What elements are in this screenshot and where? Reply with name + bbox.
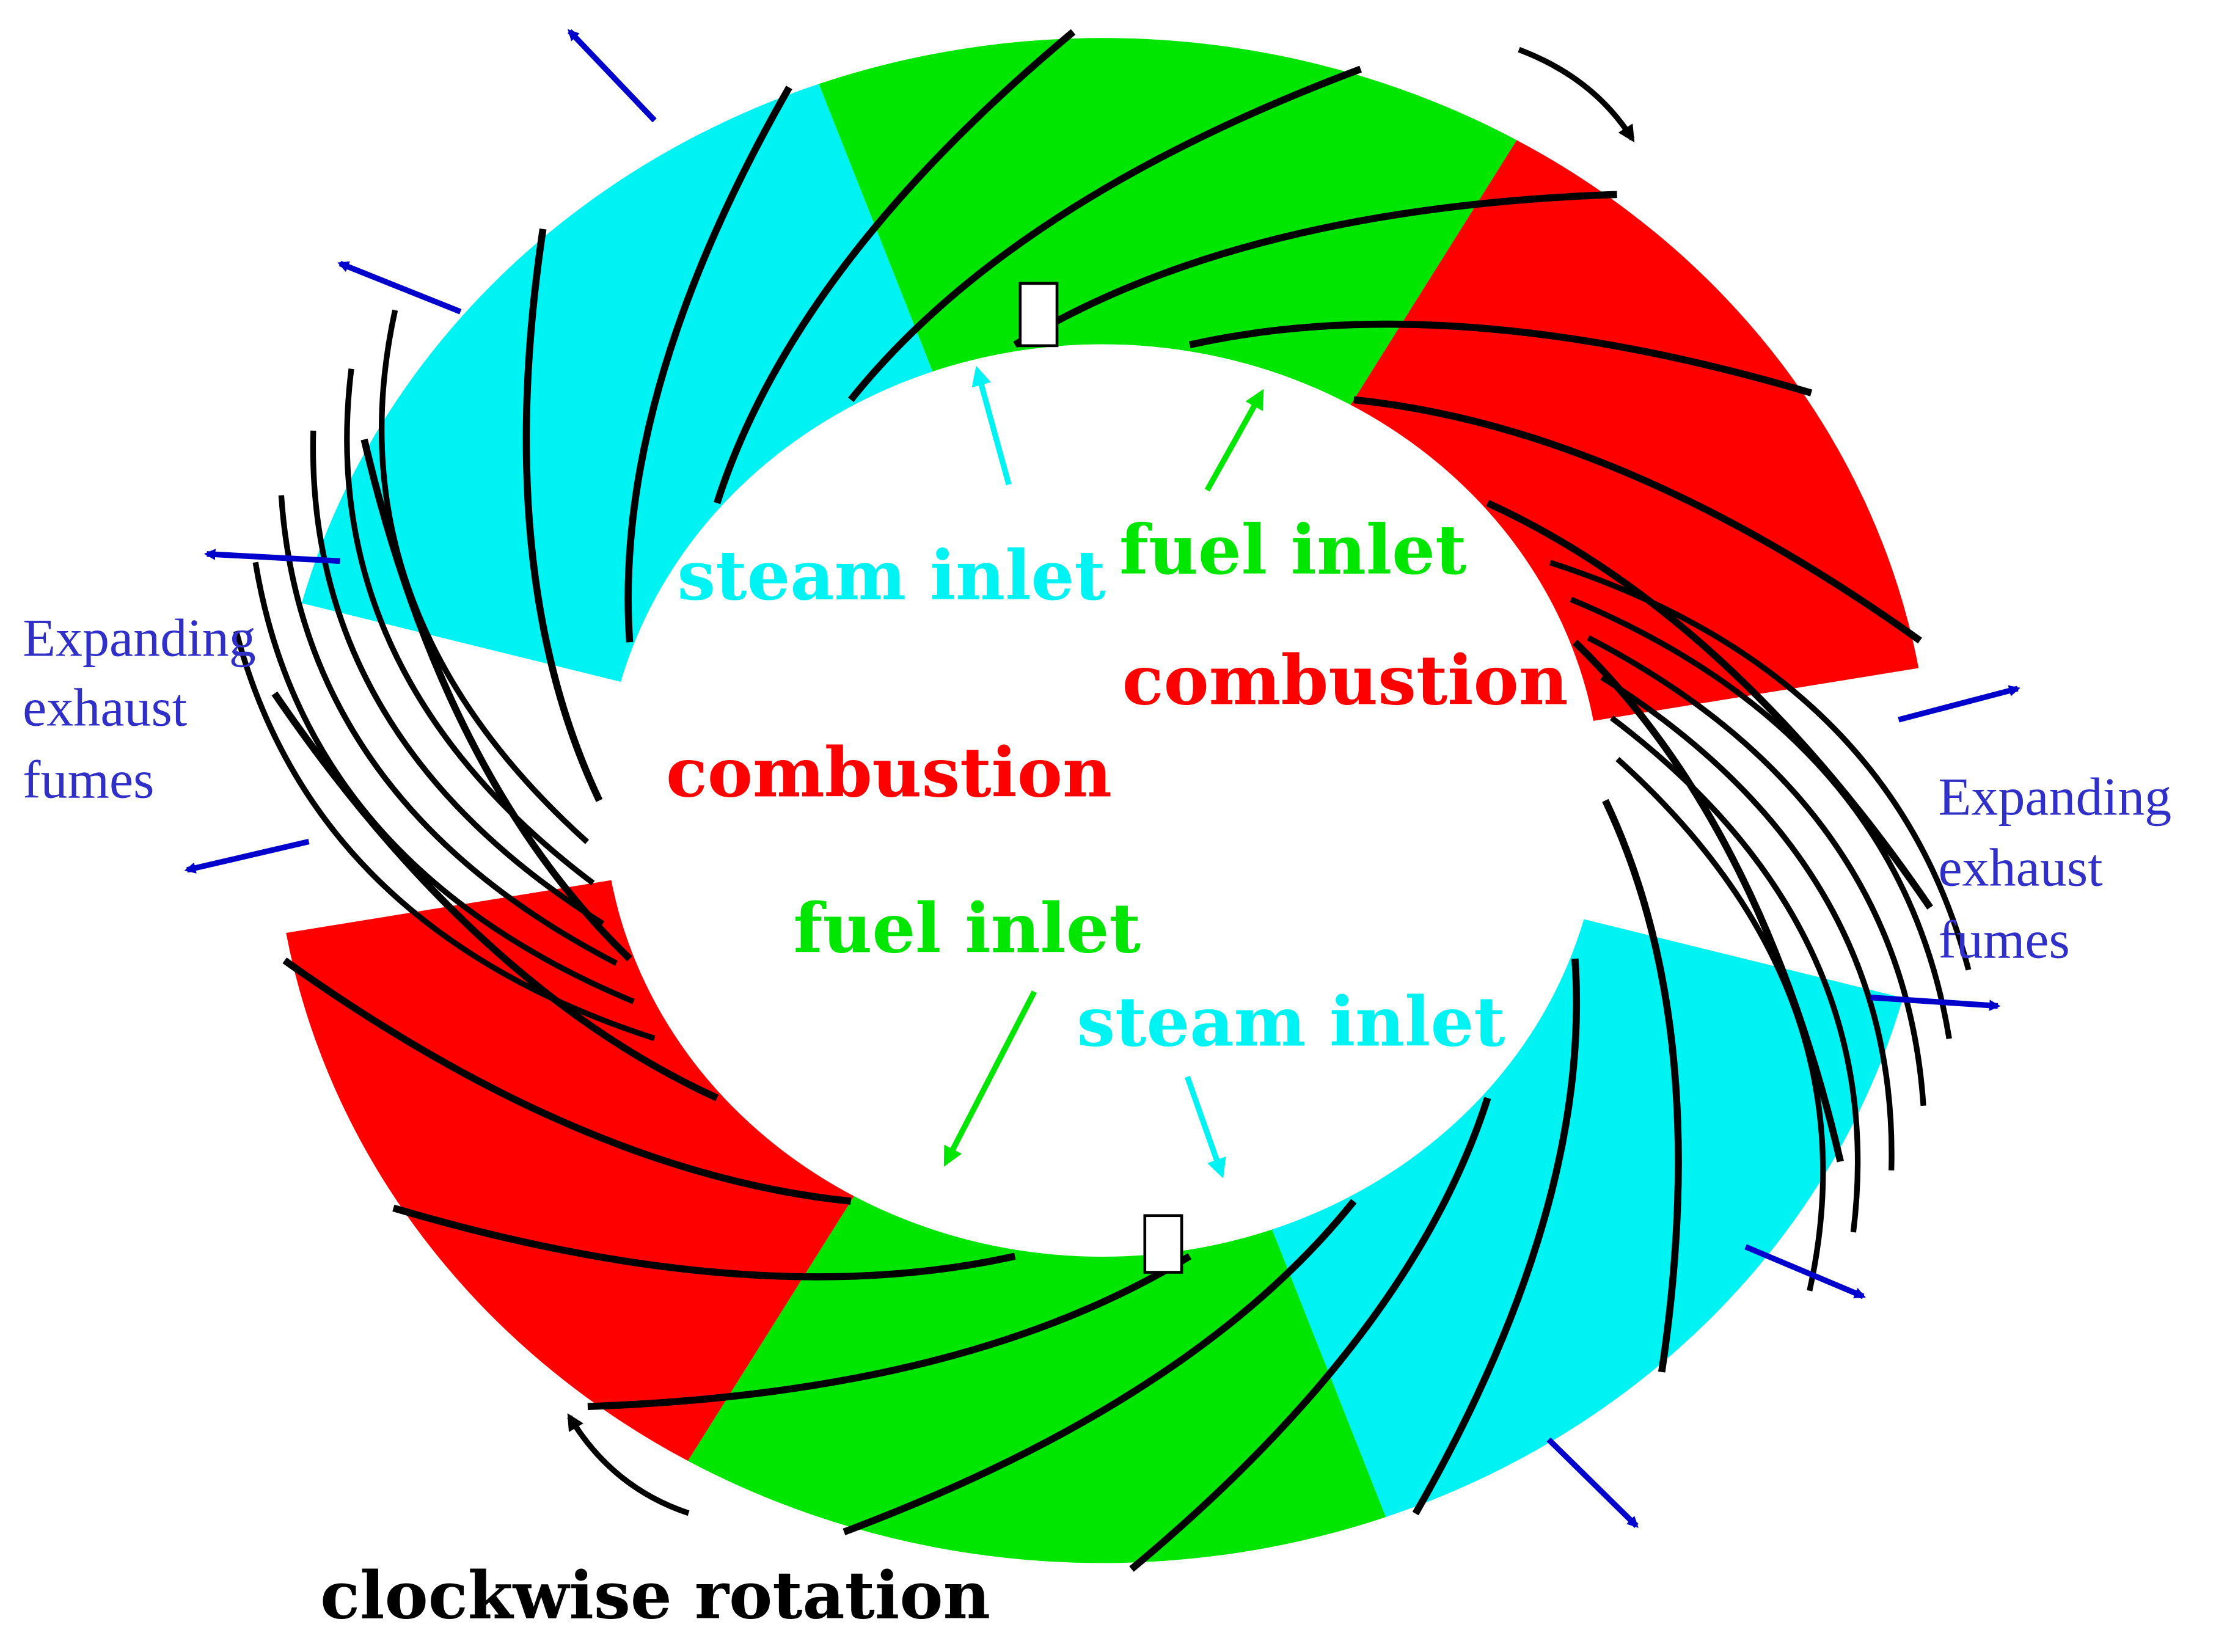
rotor-blade — [1572, 640, 1844, 1163]
exhaust-left-label: Expanding exhaust fumes — [23, 609, 256, 810]
exhaust-channel — [233, 630, 656, 1042]
rotor-blade — [1602, 799, 1682, 1373]
steam-inlet-lower-label: steam inlet — [1077, 982, 1505, 1062]
rotor-blade — [714, 29, 1076, 505]
exhaust-arrows-right — [1546, 685, 2020, 1528]
fuel-inlet-upper-arrow — [1204, 389, 1264, 492]
rotor-hub — [603, 344, 1601, 1257]
exhaust-channel — [344, 368, 595, 886]
exhaust-channel — [1587, 635, 1926, 1106]
steam-inlet-upper-label: steam inlet — [678, 536, 1106, 616]
rotor-blade — [1353, 396, 1922, 644]
rotor-blade — [392, 1204, 1016, 1281]
exhaust-right-line-3: fumes — [1938, 910, 2069, 970]
fuel-zone-upper — [819, 38, 1517, 411]
exhaust-arrow — [1870, 994, 2001, 1011]
steam-zone-upper — [301, 84, 935, 684]
exhaust-left-line-3: fumes — [23, 750, 154, 810]
rotor-blade — [1129, 1097, 1491, 1572]
steam-inlet-lower-arrow — [1184, 1075, 1226, 1179]
rotor-blade — [522, 228, 603, 802]
exhaust-arrow — [203, 549, 340, 564]
exhaust-channel — [1570, 596, 1952, 1039]
exhaust-right-label: Expanding exhaust fumes — [1938, 767, 2171, 970]
exhaust-arrow — [1744, 1244, 1866, 1299]
rotor-blade — [282, 957, 852, 1205]
fuel-zone-lower — [687, 1190, 1386, 1563]
exhaust-arrow — [1546, 1437, 1639, 1528]
exhaust-channel — [310, 430, 605, 926]
exhaust-arrow — [1898, 685, 2020, 723]
rotor-blade — [848, 65, 1362, 402]
exhaust-arrow — [567, 29, 657, 123]
steam-zone-lower — [1269, 916, 1903, 1518]
combustion-zone-upper — [1347, 140, 1919, 723]
combustion-right-label: combustion — [1122, 641, 1568, 721]
rotor-blade — [587, 1253, 1192, 1410]
rotor-blade — [1013, 191, 1617, 348]
rotor-blade — [360, 438, 632, 962]
exhaust-channel — [1610, 715, 1861, 1233]
exhaust-left-line-1: Expanding — [23, 609, 256, 668]
rotation-arrow-bottom — [567, 1413, 690, 1516]
fuel-inlet-upper-label: fuel inlet — [1119, 510, 1466, 590]
steam-inlet-upper-arrow — [971, 365, 1012, 486]
exhaust-right-line-1: Expanding — [1938, 767, 2171, 827]
rotor-blade — [271, 691, 719, 1102]
combustion-left-label: combustion — [666, 733, 1112, 813]
exhaust-channel — [1549, 560, 1972, 971]
rotor-blade — [1412, 958, 1581, 1516]
rotor-blade — [1486, 500, 1933, 910]
rotor-blade — [843, 1199, 1357, 1535]
rotor-blade — [624, 86, 792, 643]
exhaust-left-line-2: exhaust — [23, 678, 187, 737]
exhaust-channel — [379, 309, 590, 844]
fuel-inlet-lower-arrow — [943, 990, 1037, 1167]
exhaust-arrow — [184, 838, 310, 874]
upper-port-notch — [1018, 282, 1059, 348]
exhaust-channel — [278, 495, 618, 966]
exhaust-right-line-2: exhaust — [1938, 838, 2102, 897]
lower-port-notch — [1143, 1214, 1183, 1274]
rotor-blades — [233, 29, 1972, 1572]
exhaust-channel — [1615, 756, 1826, 1292]
rotation-label: clockwise rotation — [320, 1557, 990, 1634]
combustion-zone-lower — [286, 879, 858, 1461]
fuel-inlet-lower-label: fuel inlet — [794, 888, 1141, 968]
exhaust-arrows-left — [184, 29, 657, 874]
exhaust-channel — [1600, 674, 1895, 1171]
rotor-zones — [286, 38, 1919, 1563]
exhaust-channel — [252, 561, 635, 1004]
rotation-arrow-top — [1518, 46, 1635, 143]
exhaust-arrow — [337, 261, 462, 315]
rotor-blade — [1188, 320, 1813, 397]
exhaust-channels — [233, 309, 1972, 1292]
